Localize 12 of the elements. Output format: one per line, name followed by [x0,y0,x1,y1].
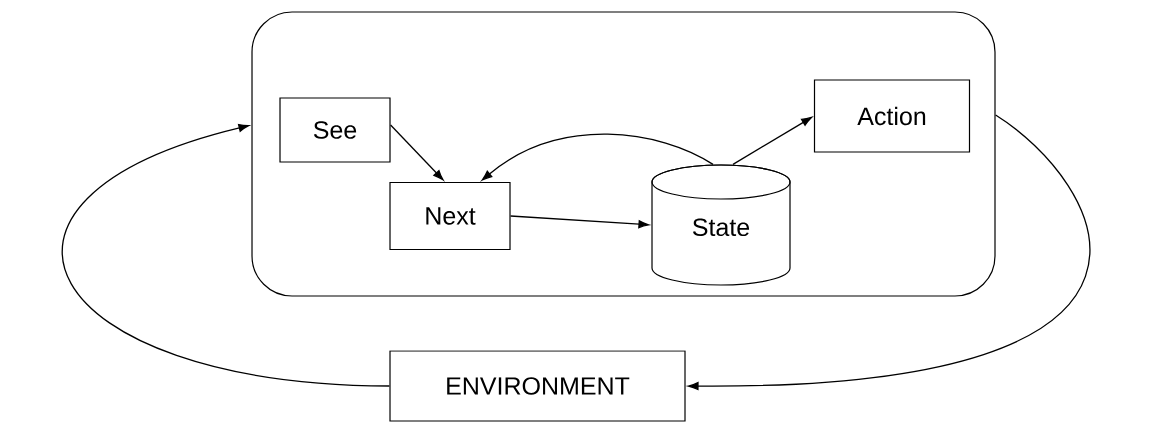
arrow [61,123,391,387]
arrow [732,116,813,166]
process-box: Next [389,181,511,251]
process-box: See [279,97,391,163]
database-cylinder: State [651,164,791,286]
process-box: ENVIRONMENT [389,350,686,422]
process-box: Action [813,79,971,153]
rounded-box [251,11,996,297]
arrow [687,114,1091,391]
arrow [509,215,650,229]
arrow [481,133,714,181]
arrow [389,124,444,181]
